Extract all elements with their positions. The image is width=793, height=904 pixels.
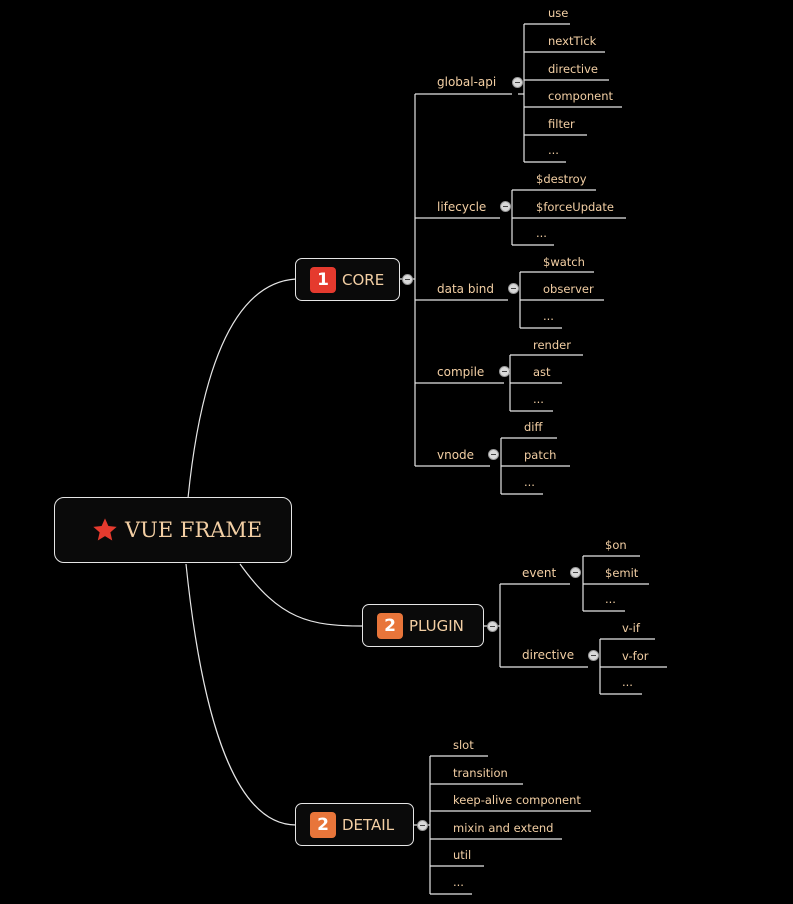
- leaf-mixin-and-extend[interactable]: mixin and extend: [453, 821, 554, 835]
- leaf-more[interactable]: ...: [548, 143, 559, 157]
- leaf-diff[interactable]: diff: [524, 420, 543, 434]
- collapse-global-api-button[interactable]: [512, 77, 523, 88]
- leaf-more[interactable]: ...: [543, 309, 554, 323]
- leaf-keep-alive-component[interactable]: keep-alive component: [453, 793, 581, 807]
- edge-root-detail: [185, 563, 297, 826]
- leaf-more[interactable]: ...: [524, 475, 535, 489]
- priority-2-badge: 2: [377, 612, 403, 639]
- collapse-plugin-button[interactable]: [487, 621, 498, 632]
- leaf-more[interactable]: ...: [533, 392, 544, 406]
- root-node[interactable]: VUE FRAME: [54, 497, 292, 563]
- leaf-more[interactable]: ...: [536, 226, 547, 240]
- topic-vnode[interactable]: vnode: [437, 448, 475, 462]
- leaf-watch[interactable]: $watch: [543, 255, 585, 269]
- priority-2-badge: 2: [310, 811, 336, 838]
- leaf-use[interactable]: use: [548, 6, 569, 20]
- plugin-label: PLUGIN: [409, 616, 464, 635]
- leaf-more[interactable]: ...: [605, 592, 616, 606]
- collapse-vnode-button[interactable]: [488, 449, 499, 460]
- edge-root-plugin: [239, 563, 364, 627]
- leaf-more[interactable]: ...: [453, 875, 464, 889]
- collapse-core-button[interactable]: [402, 274, 413, 285]
- priority-1-badge: 1: [310, 266, 336, 293]
- edge-root-core: [187, 278, 297, 499]
- leaf-nexttick[interactable]: nextTick: [548, 34, 597, 48]
- leaf-emit[interactable]: $emit: [605, 566, 639, 580]
- topic-data-bind[interactable]: data bind: [437, 282, 495, 296]
- collapse-directive-button[interactable]: [588, 650, 599, 661]
- collapse-event-button[interactable]: [570, 567, 581, 578]
- leaf-render[interactable]: render: [533, 338, 571, 352]
- collapse-detail-button[interactable]: [417, 820, 428, 831]
- leaf-on[interactable]: $on: [605, 538, 627, 552]
- topic-event[interactable]: event: [522, 566, 557, 580]
- leaf-v-if[interactable]: v-if: [622, 621, 640, 635]
- root-label: VUE FRAME: [125, 518, 263, 542]
- leaf-slot[interactable]: slot: [453, 738, 474, 752]
- collapse-compile-button[interactable]: [499, 366, 510, 377]
- leaf-patch[interactable]: patch: [524, 448, 557, 462]
- leaf-util[interactable]: util: [453, 848, 472, 862]
- leaf-destroy[interactable]: $destroy: [536, 172, 587, 186]
- detail-label: DETAIL: [342, 815, 395, 834]
- leaf-ast[interactable]: ast: [533, 365, 551, 379]
- leaf-more[interactable]: ...: [622, 675, 633, 689]
- topic-lifecycle[interactable]: lifecycle: [437, 200, 487, 214]
- core-node[interactable]: 1 CORE: [295, 258, 400, 301]
- leaf-component[interactable]: component: [548, 89, 614, 103]
- detail-node[interactable]: 2 DETAIL: [295, 803, 414, 846]
- leaf-filter[interactable]: filter: [548, 117, 575, 131]
- topic-directive[interactable]: directive: [522, 648, 575, 662]
- collapse-data-bind-button[interactable]: [508, 283, 519, 294]
- topic-compile[interactable]: compile: [437, 365, 485, 379]
- collapse-lifecycle-button[interactable]: [500, 201, 511, 212]
- leaf-forceupdate[interactable]: $forceUpdate: [536, 200, 614, 214]
- leaf-transition[interactable]: transition: [453, 766, 508, 780]
- star-icon: [93, 518, 117, 541]
- leaf-directive[interactable]: directive: [548, 62, 598, 76]
- plugin-node[interactable]: 2 PLUGIN: [362, 604, 484, 647]
- core-label: CORE: [342, 270, 385, 289]
- topic-global-api[interactable]: global-api: [437, 75, 497, 89]
- leaf-v-for[interactable]: v-for: [622, 649, 649, 663]
- leaf-observer[interactable]: observer: [543, 282, 594, 296]
